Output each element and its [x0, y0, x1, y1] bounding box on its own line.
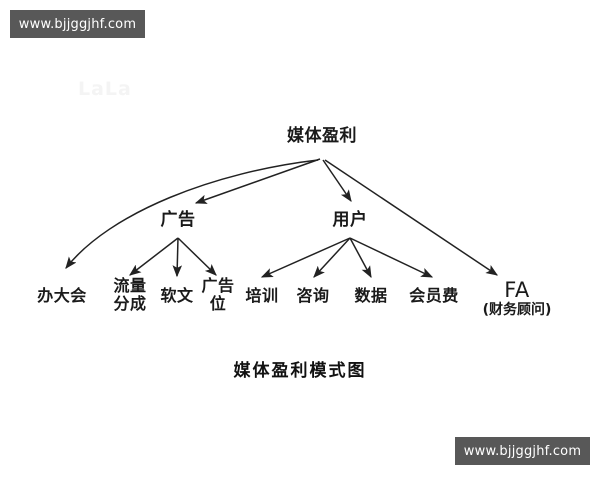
ghost-watermark: LaLa	[78, 78, 132, 100]
node-fa-label: FA	[504, 278, 530, 302]
edge-users-to-consulting	[313, 237, 351, 278]
node-leaf-host-conference: 办大会	[37, 286, 87, 305]
node-branch-users: 用户	[332, 210, 368, 230]
edge-users-to-training	[260, 237, 351, 278]
node-leaf-consulting: 咨询	[296, 286, 330, 305]
node-leaf-membership-fee: 会员费	[409, 286, 459, 305]
node-leaf-fa: FA (财务顾问)	[483, 278, 552, 318]
edge-users-to-membership-fee	[349, 237, 434, 278]
node-leaf-traffic-share: 流量分成	[113, 276, 147, 313]
edge-advertising-to-ad-slot	[177, 237, 217, 276]
watermark-bottom-right: www.bjjggjhf.com	[455, 437, 590, 465]
node-branch-advertising: 广告	[160, 210, 196, 230]
watermark-top-left: www.bjjggjhf.com	[10, 10, 145, 38]
edge-root-to-host-conference	[65, 159, 319, 269]
edge-advertising-to-soft-article	[172, 237, 183, 278]
edge-root-to-users	[322, 159, 352, 202]
node-fa-sublabel: (财务顾问)	[482, 302, 552, 319]
edge-advertising-to-traffic-share	[129, 237, 179, 276]
node-leaf-data: 数据	[354, 286, 388, 305]
diagram-caption: 媒体盈利模式图	[233, 361, 367, 381]
node-leaf-training: 培训	[245, 286, 279, 305]
node-root-media-profit: 媒体盈利	[287, 126, 357, 146]
edge-root-to-fa	[324, 159, 498, 276]
node-leaf-soft-article: 软文	[160, 286, 194, 305]
edge-root-to-advertising	[194, 158, 321, 204]
node-leaf-ad-slot: 广告位	[201, 276, 235, 313]
edge-users-to-data	[349, 237, 372, 279]
